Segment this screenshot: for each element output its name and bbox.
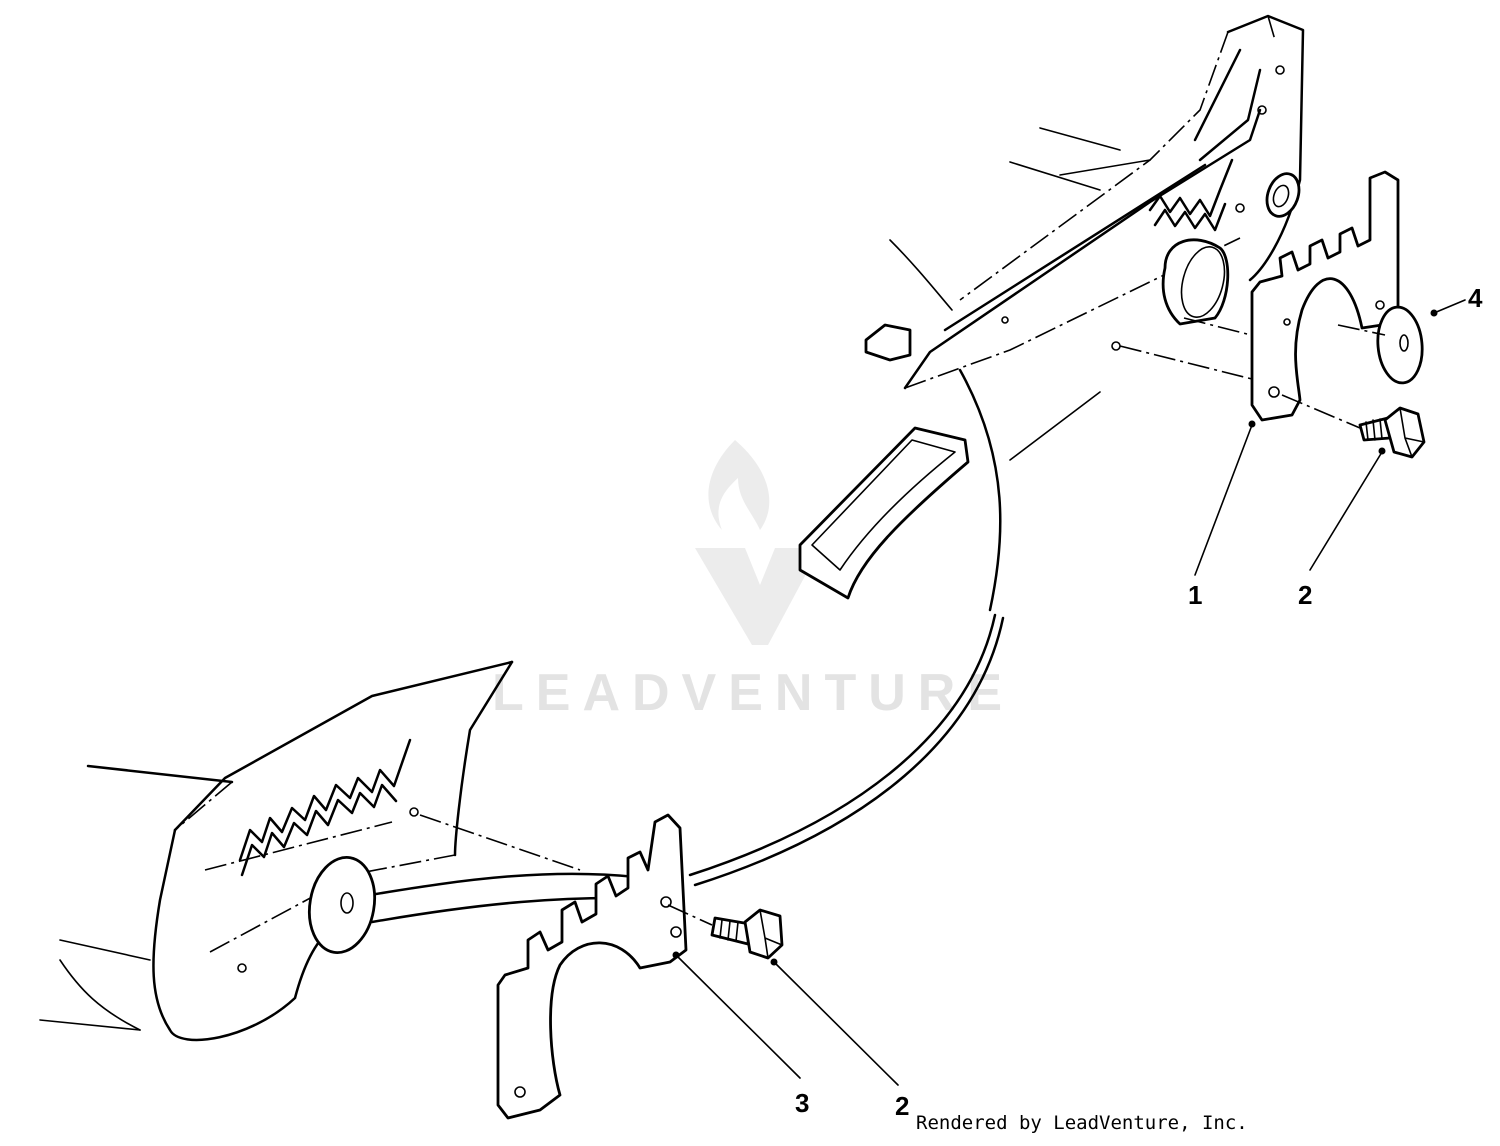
part-1-right-adjust-plate [1250, 170, 1400, 422]
part-2-left-bolt [667, 904, 784, 960]
callout-4: 4 [1468, 283, 1483, 313]
part-3-left-adjust-plate [496, 813, 688, 1120]
part-2-right-bolt [1281, 394, 1426, 459]
leader-lines [672, 299, 1466, 1086]
callout-1: 1 [1188, 580, 1202, 610]
right-rail [903, 14, 1305, 390]
callout-2-right: 2 [1298, 580, 1312, 610]
part-4-washer [1337, 305, 1424, 385]
callout-3: 3 [795, 1088, 809, 1118]
leadventure-logo-icon [695, 440, 820, 645]
render-credit: Rendered by LeadVenture, Inc. [916, 1112, 1248, 1134]
watermark: LEADVENTURE [492, 440, 1014, 722]
left-rail [39, 660, 581, 1042]
watermark-text: LEADVENTURE [492, 664, 1014, 722]
callout-2-left: 2 [895, 1091, 909, 1121]
